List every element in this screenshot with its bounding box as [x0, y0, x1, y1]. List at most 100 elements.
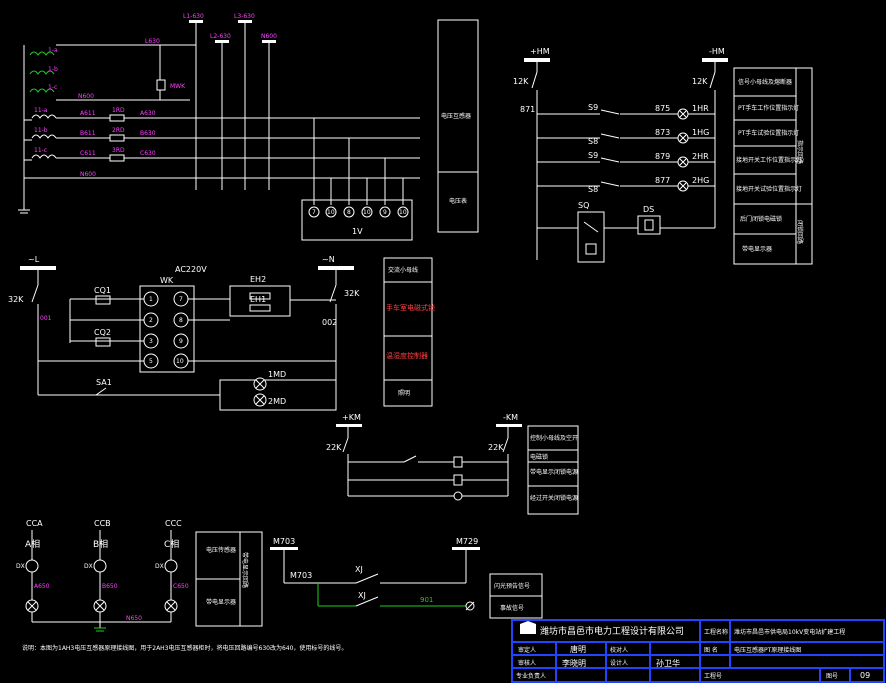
bus-label: ~L	[28, 255, 40, 264]
legend-label: 电压互感器	[441, 112, 471, 120]
lock-circuit: +KM -KM 22K 22K 控制小母线及空开 电磁锁 带电显示闭锁电源 经过…	[326, 413, 579, 515]
contact-label: XJ	[355, 565, 363, 574]
wire-label: N600	[78, 93, 94, 100]
node-label: 002	[322, 318, 337, 327]
dx-label: DX	[84, 563, 93, 570]
meter-label: 1V	[352, 227, 363, 236]
contact-label: S8	[588, 137, 598, 146]
winding-label: 11-c	[34, 147, 47, 154]
sq-box	[577, 211, 605, 263]
tb-row: 专业负责人	[516, 672, 546, 680]
wire-label: A630	[140, 110, 156, 117]
terminal-label: 10	[327, 209, 335, 216]
winding-label: 1-c	[48, 84, 57, 91]
contact-label: S9	[588, 151, 598, 160]
legend-item: 带电显示闭锁电源	[530, 468, 578, 476]
terminal-label: 10	[176, 358, 184, 365]
lamp-label: 1HR	[692, 104, 709, 113]
lamp-frame	[219, 379, 337, 411]
bus-marker	[524, 58, 550, 62]
legend-item: 后门闭锁电磁锁	[740, 215, 782, 223]
bus-marker	[336, 424, 362, 427]
phase-tag: CCA	[26, 519, 43, 528]
lamp-label: 1MD	[268, 370, 286, 379]
legend-item: 信号小母线及熔断器	[738, 78, 792, 86]
heater-label: EH2	[250, 275, 266, 284]
bus-marker	[270, 547, 298, 550]
contact-label: SQ	[578, 201, 589, 210]
wire-label: M729	[456, 537, 478, 546]
bus-marker	[262, 40, 276, 43]
terminal-label: 7	[179, 296, 183, 303]
legend-item: 闪光预告信号	[494, 582, 530, 590]
bus-label: -KM	[503, 413, 518, 422]
node-label: 871	[520, 105, 535, 114]
signal-circuit: +HM -HM 12K 12K 871 875 873 879 877 S9 S…	[513, 47, 813, 265]
wire-label: L630	[145, 38, 160, 45]
wire-label: A650	[34, 583, 50, 590]
wire-label: B650	[102, 583, 118, 590]
legend-item: 照明	[398, 390, 410, 397]
legend-item: 温湿度控制器	[386, 351, 428, 360]
bus-marker	[189, 20, 203, 23]
sensor-cq2	[95, 337, 111, 347]
terminal-label: 5	[149, 358, 153, 365]
contact-label: S8	[588, 185, 598, 194]
bus-marker	[215, 40, 229, 43]
project-value: 潍坊市昌邑市供电局10kV变电站扩建工程	[734, 628, 845, 636]
wire-label: 901	[420, 596, 433, 604]
fuse-label: 1RD	[112, 107, 125, 114]
terminal-label: 10	[363, 209, 371, 216]
legend-item: 接地开关工作位置指示灯	[736, 156, 802, 164]
voltmeter-box	[301, 199, 413, 241]
company-name: 潍坊市昌邑市电力工程设计有限公司	[540, 625, 684, 637]
legend-item: 接地开关试验位置指示灯	[736, 185, 802, 193]
legend-item: 电磁锁	[530, 453, 548, 461]
winding-label: 1-a	[48, 47, 58, 54]
terminal-label: 10	[399, 209, 407, 216]
terminal-label: 9	[383, 209, 387, 216]
ds-lock	[637, 215, 661, 235]
dx-label: DX	[16, 563, 25, 570]
node-label: 879	[655, 152, 670, 161]
signal-legend	[733, 67, 813, 265]
supply-label: AC220V	[175, 265, 207, 274]
fuse-3rd	[109, 154, 125, 162]
bus-label: +KM	[342, 413, 361, 422]
company-logo	[520, 621, 536, 634]
heater-eh2	[249, 292, 271, 300]
phase-tag: CCC	[165, 519, 182, 528]
dx-label: DX	[155, 563, 164, 570]
signature: 李晓明	[562, 658, 586, 668]
top-label: L1-630	[183, 13, 204, 20]
contact-label: XJ	[358, 591, 366, 600]
winding-1c	[29, 88, 55, 93]
legend-item: 经过开关闭锁电源	[530, 494, 578, 502]
relay-label: MWK	[170, 83, 186, 90]
tb-row: 审定人	[518, 646, 536, 654]
legend-side: 闭锁回路	[796, 220, 804, 244]
lamp-label: 2MD	[268, 397, 286, 406]
phase-label: A相	[25, 538, 40, 550]
legend-item: 手车室电磁式锁	[386, 303, 435, 312]
terminal-label: 8	[347, 209, 351, 216]
legend-item: 控制小母线及空开	[530, 434, 578, 442]
legend-label: 电压表	[449, 197, 467, 205]
legend-item: 带电显示器	[206, 598, 236, 606]
fuse-1rd	[109, 114, 125, 122]
bus-marker	[496, 424, 522, 427]
lock-legend	[527, 425, 579, 515]
bus-marker	[452, 547, 480, 550]
legend-side: 带电显示回路	[241, 552, 249, 588]
wire-label: B630	[140, 130, 156, 137]
terminal-label: 8	[179, 317, 183, 324]
sensor-cq1	[95, 295, 111, 305]
heater-eh1	[249, 304, 271, 312]
switch-label: 32K	[344, 289, 360, 298]
project-label: 工程名称	[704, 628, 728, 636]
bus-marker	[702, 58, 728, 62]
switch-label: 32K	[8, 295, 24, 304]
tb-row: 设计人	[610, 659, 628, 667]
title-block: 潍坊市昌邑市电力工程设计有限公司 工程名称 潍坊市昌邑市供电局10kV变电站扩建…	[511, 619, 885, 683]
